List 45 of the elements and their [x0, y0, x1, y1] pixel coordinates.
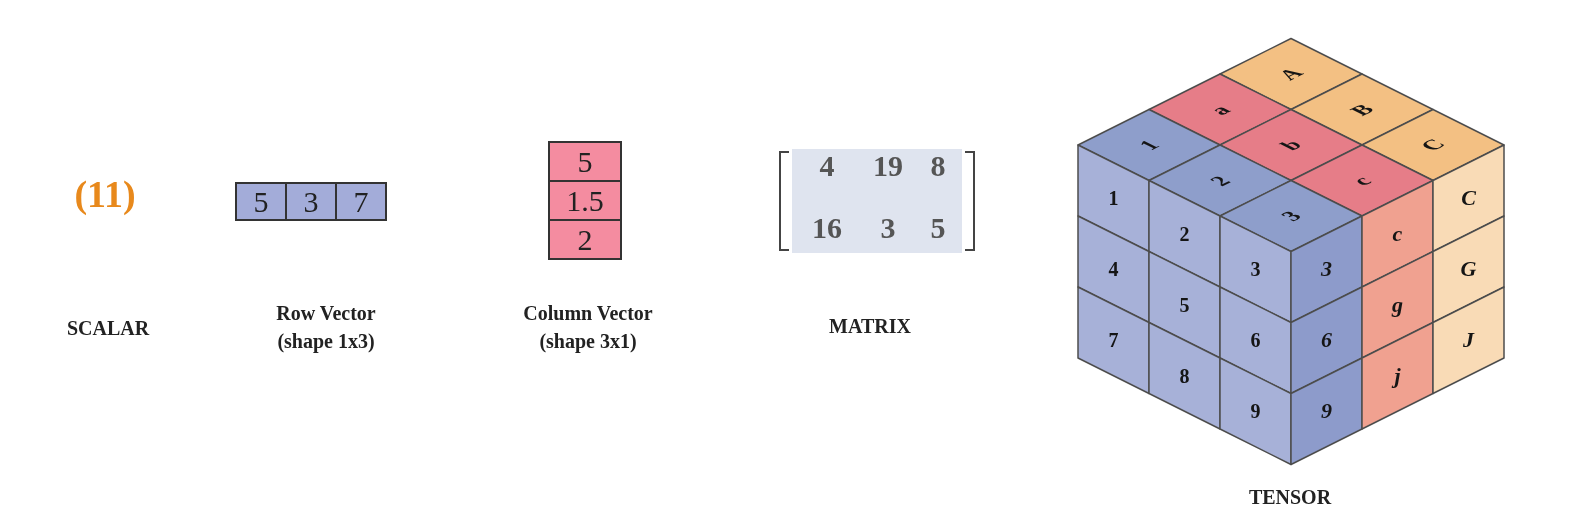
vector-cell: 5	[548, 141, 622, 182]
vector-cell: 1.5	[548, 180, 622, 221]
vector-cell: 5	[235, 182, 287, 221]
tensor-value: 3	[1276, 208, 1306, 224]
tensor-value: 8	[1179, 365, 1190, 386]
tensor-value: 6	[1250, 330, 1261, 351]
matrix-value: 19	[873, 151, 903, 181]
caption: MATRIX	[829, 314, 911, 339]
tensor-value: 3	[1250, 259, 1261, 280]
tensor-value: 1	[1108, 188, 1119, 209]
matrix-panel	[792, 149, 962, 253]
tensor-value: 2	[1205, 173, 1235, 188]
caption: Column Vector (shape 3x1)	[522, 301, 654, 355]
tensor-value: 9	[1250, 401, 1261, 422]
tensor-value: G	[1460, 258, 1477, 281]
caption: SCALAR	[66, 316, 150, 341]
tensor-value: 7	[1108, 330, 1119, 351]
vector-cell: 3	[285, 182, 337, 221]
tensor-value: 4	[1108, 259, 1119, 280]
scalar-value: (11)	[74, 174, 136, 216]
vector-cell: 2	[548, 219, 622, 260]
tensor-value: 2	[1179, 223, 1190, 244]
tensor-value: C	[1461, 187, 1476, 210]
tensor-value: c	[1392, 222, 1403, 245]
caption: Row Vector (shape 1x3)	[275, 301, 377, 355]
tensor-value: C	[1415, 136, 1451, 154]
tensor-value: g	[1392, 293, 1403, 316]
tensor-value: b	[1275, 137, 1307, 153]
matrix-value: 8	[930, 151, 946, 181]
tensor-value: J	[1463, 329, 1474, 352]
tensor-value: 6	[1321, 329, 1332, 352]
tensor-value: A	[1273, 65, 1309, 83]
tensor-value: 1	[1134, 137, 1164, 153]
caption: TENSOR	[1248, 485, 1332, 510]
tensor-value: 9	[1321, 400, 1332, 423]
matrix-value: 5	[930, 213, 946, 243]
matrix-value: 16	[812, 213, 842, 243]
tensor-value: a	[1205, 102, 1235, 117]
tensor-value: 5	[1179, 294, 1190, 315]
matrix-value: 3	[880, 213, 896, 243]
vector-cell: 7	[335, 182, 387, 221]
matrix-value: 4	[819, 151, 835, 181]
tensor-value: B	[1345, 101, 1379, 118]
tensor-value: 3	[1321, 258, 1332, 281]
tensor-value: c	[1347, 173, 1377, 188]
